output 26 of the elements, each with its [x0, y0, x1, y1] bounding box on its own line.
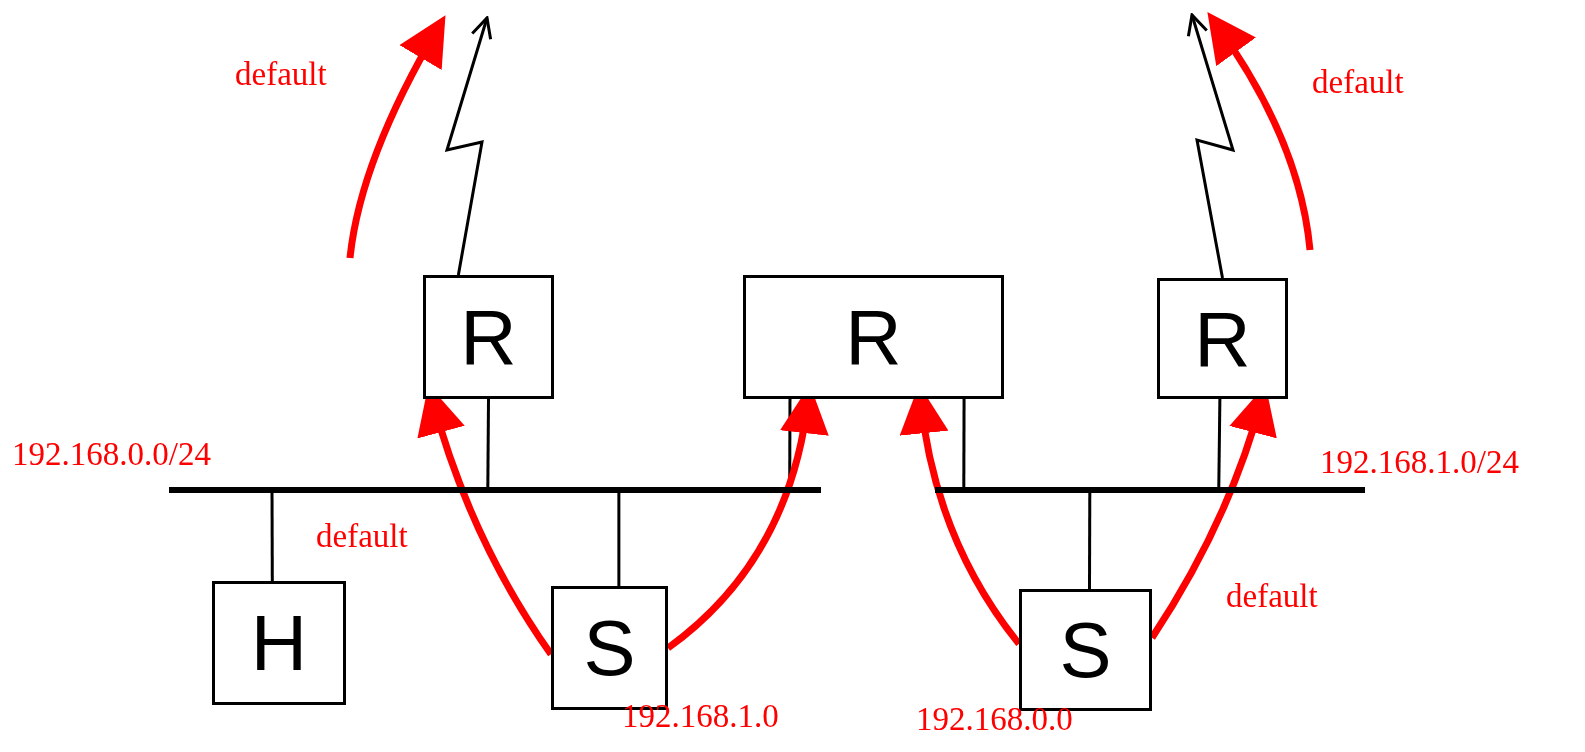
link-arrow — [444, 16, 493, 276]
link-arrow — [1186, 13, 1236, 279]
device-box — [423, 275, 554, 399]
device-box — [743, 275, 1004, 399]
link-line — [270, 493, 274, 581]
edge-label: 192.168.0.0 — [916, 703, 1073, 736]
route-label: default — [1312, 66, 1404, 99]
route-label: default — [235, 58, 327, 91]
device-letter: S — [1059, 611, 1112, 689]
link-line — [1088, 493, 1092, 589]
network-address: 192.168.1.0/24 — [1320, 446, 1519, 479]
device-box — [1157, 278, 1288, 399]
device-letter: S — [583, 609, 636, 687]
edge-label: 192.168.1.0 — [622, 700, 779, 733]
edge-label: default — [1226, 580, 1318, 613]
device-letter: R — [845, 298, 902, 376]
link-line — [486, 399, 490, 487]
link-line — [1217, 398, 1222, 488]
link-line — [617, 493, 621, 586]
network-address: 192.168.0.0/24 — [12, 438, 211, 471]
device-letter: R — [460, 298, 517, 376]
device-box — [212, 581, 346, 705]
device-letter: H — [250, 604, 308, 682]
link-line — [962, 399, 966, 487]
edge-label: default — [316, 520, 408, 553]
device-letter: R — [1194, 299, 1251, 378]
